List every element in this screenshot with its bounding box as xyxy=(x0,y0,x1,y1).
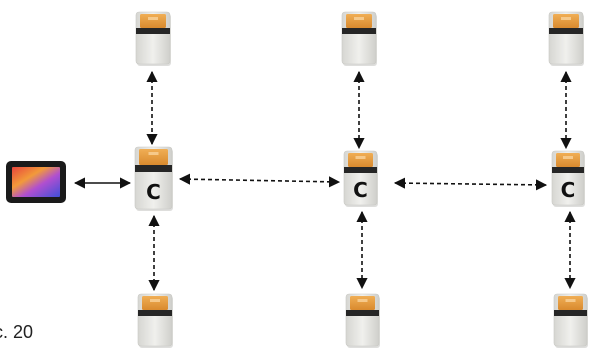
controller-label: C xyxy=(353,178,368,202)
status-light-icon xyxy=(553,14,579,28)
connection-arrows xyxy=(73,70,576,292)
status-light-icon xyxy=(140,14,166,28)
controller-label: C xyxy=(561,178,576,202)
device-top-left xyxy=(135,11,171,66)
controller-left: C xyxy=(134,146,173,211)
status-light-icon xyxy=(558,296,583,310)
arrow-controller-middle-right xyxy=(393,177,548,191)
device-bottom-right xyxy=(553,293,588,348)
status-light-icon xyxy=(346,14,372,28)
device-top-middle xyxy=(341,11,377,66)
tablet-device xyxy=(6,161,66,203)
device-bottom-left xyxy=(137,293,173,348)
device-bottom-middle xyxy=(345,293,380,348)
status-light-icon xyxy=(350,296,375,310)
controller-middle: C xyxy=(343,150,378,207)
status-light-icon xyxy=(348,153,373,167)
status-light-icon xyxy=(142,296,168,310)
controller-label: C xyxy=(146,180,161,204)
arrow-controller-left-middle xyxy=(178,173,341,188)
status-light-icon xyxy=(556,153,580,167)
tablet-icon xyxy=(12,167,60,197)
controller-right: C xyxy=(551,150,585,207)
figure-caption: c. 20 xyxy=(0,322,34,342)
device-top-right xyxy=(548,11,584,66)
status-light-icon xyxy=(139,149,168,165)
